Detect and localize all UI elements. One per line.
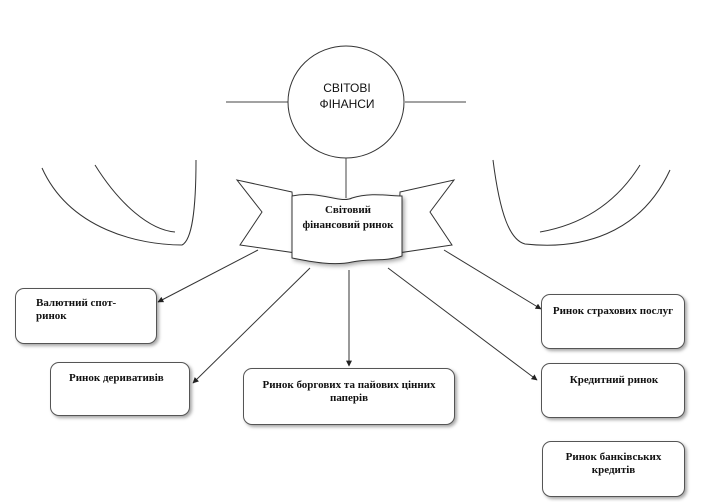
left-decorative-curves	[41, 159, 197, 246]
insurance-label: Ринок страхових послуг	[552, 305, 674, 317]
world-market-label: Світовий фінансовий ринок	[302, 204, 394, 231]
arrow-to-credit	[387, 267, 538, 381]
credit-box: Кредитний ринок	[541, 363, 685, 418]
securities-label: Ринок боргових та пайових цінних паперів	[262, 379, 436, 404]
securities-box: Ринок боргових та пайових цінних паперів	[243, 368, 455, 425]
bank-loans-label: Ринок банківських кредитів	[565, 451, 662, 476]
fx-spot-label: Валютний спот-ринок	[36, 297, 117, 322]
arrow-to-fx-spot	[157, 249, 259, 303]
world-market-banner	[235, 179, 456, 265]
arrow-to-insurance	[443, 249, 542, 310]
derivatives-label: Ринок деривативів	[69, 372, 164, 384]
arrow-to-derivatives	[192, 267, 311, 384]
right-decorative-curves	[492, 159, 671, 246]
bank-loans-box: Ринок банківських кредитів	[542, 441, 685, 497]
insurance-box: Ринок страхових послуг	[541, 294, 685, 349]
credit-label: Кредитний ринок	[569, 374, 659, 386]
world-finance-label: СВІТОВІ ФІНАНСИ	[319, 81, 375, 111]
fx-spot-box: Валютний спот-ринок	[15, 288, 157, 344]
derivatives-box: Ринок деривативів	[50, 362, 190, 416]
